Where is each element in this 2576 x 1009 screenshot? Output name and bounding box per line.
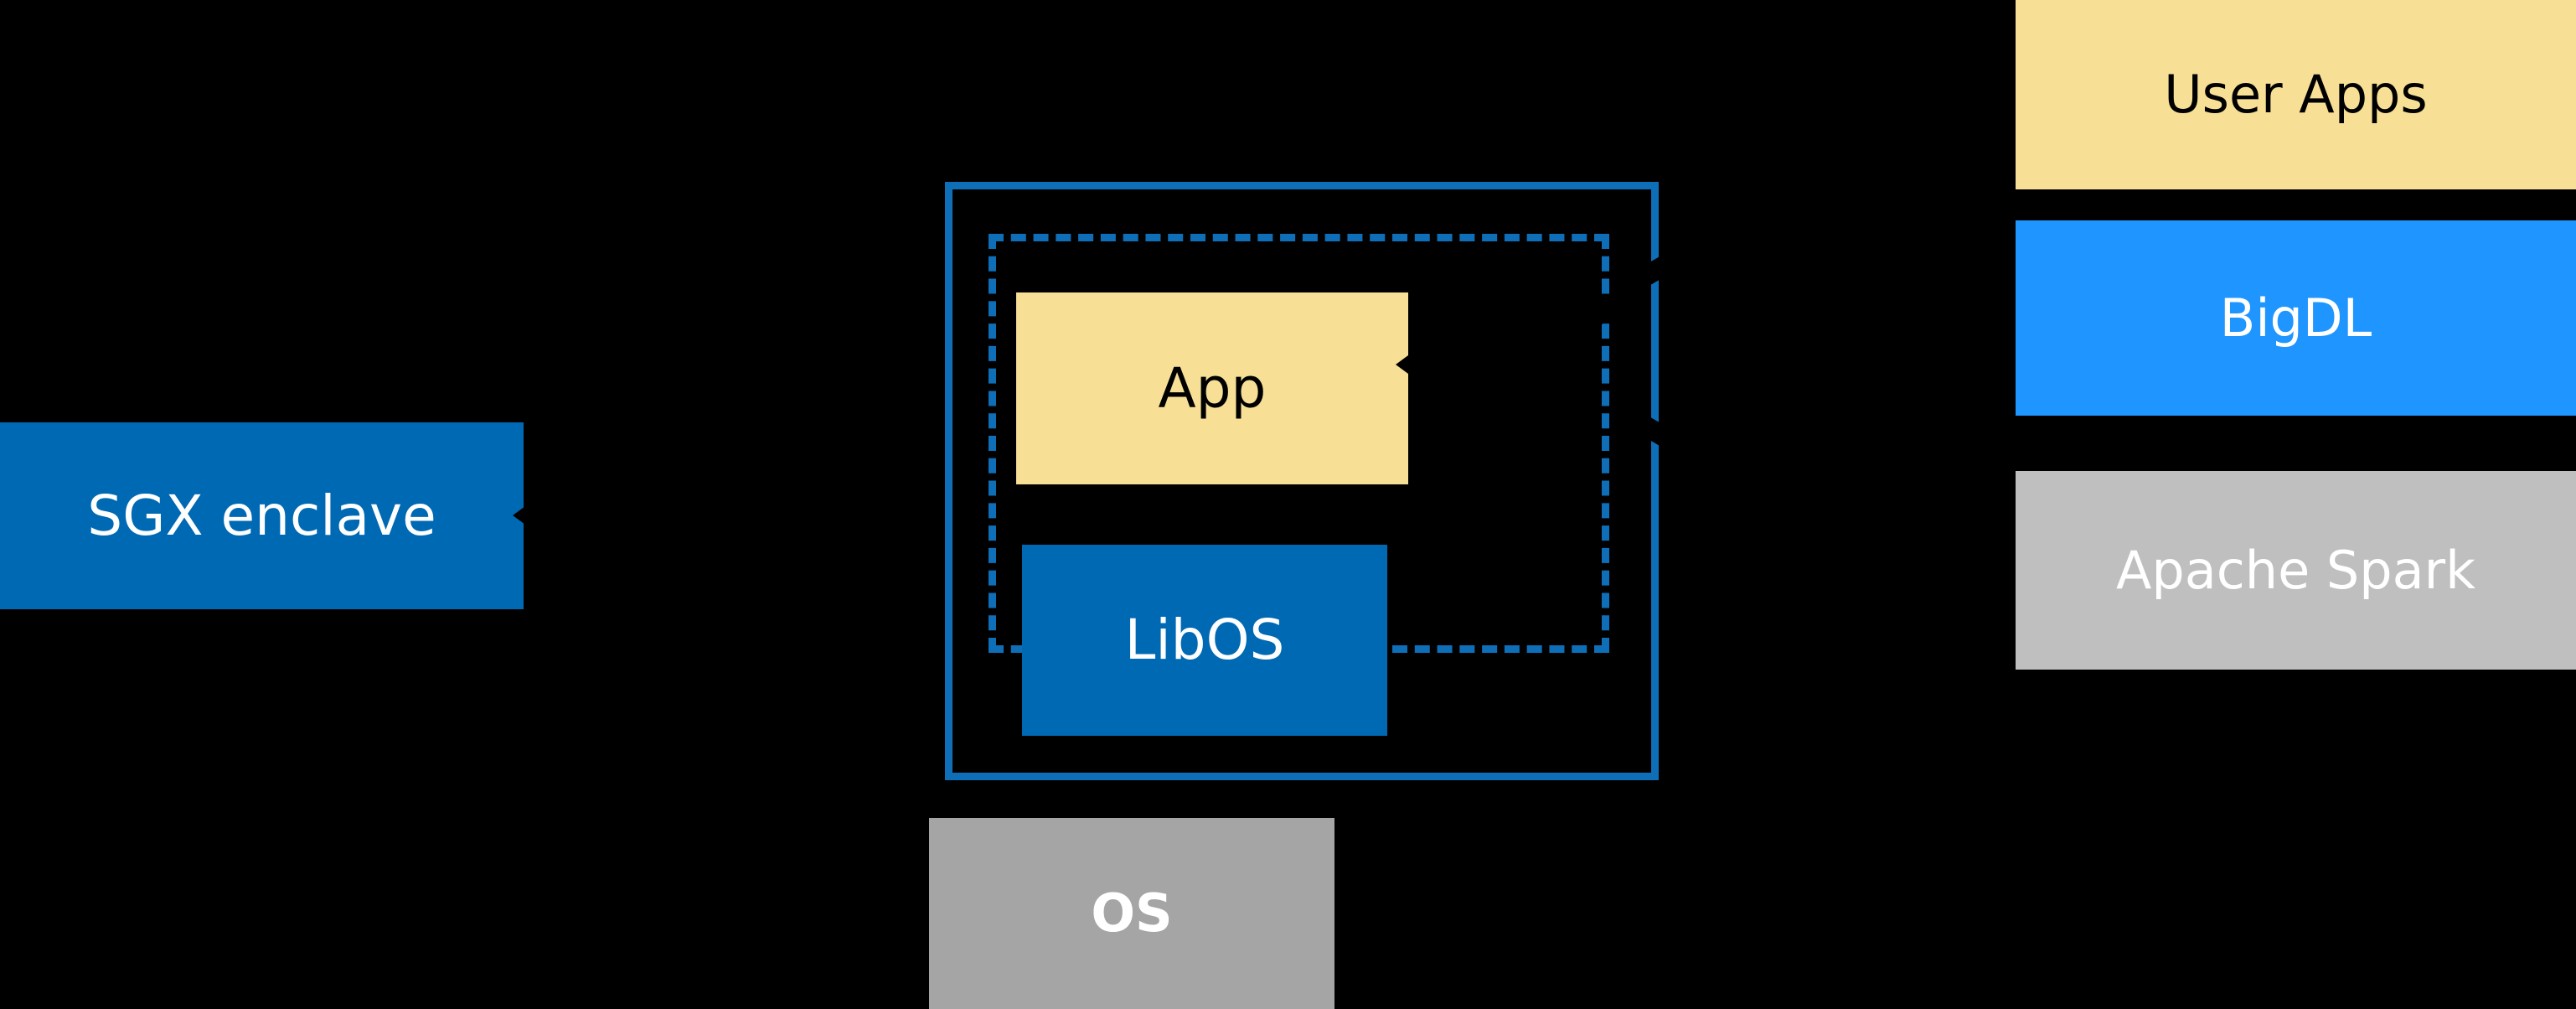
node-user-apps[interactable]: User Apps bbox=[2016, 0, 2576, 189]
node-app[interactable]: App bbox=[1016, 292, 1408, 484]
node-apache-spark[interactable]: Apache Spark bbox=[2016, 471, 2576, 670]
node-label-user-apps: User Apps bbox=[2164, 64, 2428, 126]
node-bigdl[interactable]: BigDL bbox=[2016, 220, 2576, 416]
node-os[interactable]: OS bbox=[929, 818, 1334, 1009]
node-label-libos: LibOS bbox=[1124, 608, 1285, 673]
node-sgx-enclave[interactable]: SGX enclave bbox=[0, 422, 524, 609]
enclave-boundary-solid bbox=[945, 182, 1659, 780]
node-label-os: OS bbox=[1091, 882, 1173, 944]
arrowhead-sgx-enclave-icon bbox=[513, 506, 525, 525]
node-label-sgx-enclave: SGX enclave bbox=[87, 483, 436, 548]
node-libos[interactable]: LibOS bbox=[1022, 545, 1387, 736]
node-label-bigdl: BigDL bbox=[2219, 287, 2372, 349]
node-label-app: App bbox=[1158, 355, 1267, 421]
arrowhead-app-icon bbox=[1396, 355, 1408, 374]
node-label-apache-spark: Apache Spark bbox=[2115, 539, 2476, 601]
